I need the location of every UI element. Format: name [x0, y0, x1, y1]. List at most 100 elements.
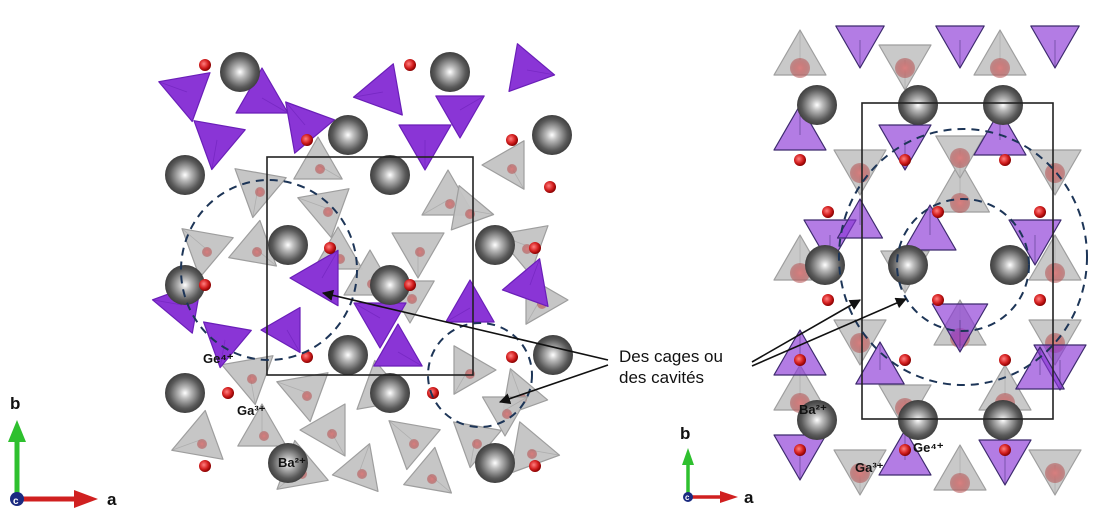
axis-b-arrowhead-left	[8, 420, 26, 442]
axis-a-label-right: a	[744, 488, 754, 507]
callout-line-2: des cavités	[619, 368, 704, 387]
axis-b-label-right: b	[680, 424, 690, 443]
ge-tetrahedron-right-2	[935, 25, 985, 69]
ge-tetrahedron-left-8-edge	[152, 299, 183, 306]
ba-atom-left-15	[475, 443, 515, 483]
left-cage-circle-2	[427, 322, 533, 428]
ga-tetrahedron-left-27-edge	[359, 443, 370, 471]
ge-tetrahedron-left-2	[235, 67, 289, 114]
o-atom-left-9	[301, 351, 313, 363]
o-atom-right-8	[1034, 294, 1046, 306]
o-atom-right-9	[794, 354, 806, 366]
ge-tetrahedron-right-8	[1008, 219, 1062, 266]
o-atom-left-2	[301, 134, 313, 146]
inner-o-left-20	[259, 431, 269, 441]
ge-tetrahedron-left-0	[158, 72, 211, 123]
ge-tetrahedron-left-15-face	[260, 306, 301, 354]
left-cage-circle-1	[180, 179, 358, 361]
ga-tetrahedron-left-19	[171, 409, 224, 460]
o-atom-left-5	[324, 242, 336, 254]
o-atom-right-11	[999, 354, 1011, 366]
inner-o-right-17	[950, 473, 970, 493]
ge-tetrahedron-left-9-edge	[219, 339, 226, 368]
inner-o-left-23	[472, 439, 482, 449]
ge-tetrahedron-left-13-edge	[529, 258, 540, 286]
o-atom-right-3	[822, 206, 834, 218]
ba-atom-left-12	[165, 373, 205, 413]
ba-atom-right-4	[888, 245, 928, 285]
ge-tetrahedron-left-9	[203, 321, 252, 369]
o-atom-left-7	[199, 279, 211, 291]
o-atom-right-10	[899, 354, 911, 366]
callout-arrow-left-cage-2	[498, 364, 609, 405]
ge-tetrahedron-left-15	[260, 306, 301, 354]
inner-o-right-6	[950, 148, 970, 168]
callout-arrow-left-cage-1	[321, 289, 609, 361]
o-atom-right-12	[794, 444, 806, 456]
ge-tetrahedron-left-11	[353, 302, 407, 349]
inner-o-left-27	[357, 469, 367, 479]
right-ga-tetrahedra	[773, 29, 1082, 496]
ba-atom-right-1	[898, 85, 938, 125]
axis-a-arrowhead-right	[720, 491, 738, 503]
ga-tetrahedron-left-20	[237, 403, 287, 447]
ge-tetrahedron-left-4-face	[352, 63, 403, 116]
label-ba-left: Ba²⁺	[278, 455, 306, 470]
o-atom-right-6	[822, 294, 834, 306]
ga-tetrahedron-left-5-edge	[181, 228, 206, 249]
ge-tetrahedron-left-1-edge	[211, 139, 218, 170]
ga-tetrahedron-left-26-face	[403, 446, 452, 494]
inner-o-left-1	[315, 164, 325, 174]
right-axis-triad: c b a	[680, 424, 754, 507]
axis-a-arrowhead-left	[74, 490, 98, 508]
o-atom-left-14	[199, 460, 211, 472]
ga-tetrahedron-left-4-face	[481, 140, 525, 190]
o-atom-left-1	[404, 59, 416, 71]
ge-tetrahedron-left-13	[501, 258, 549, 307]
inner-o-right-9	[1045, 263, 1065, 283]
label-ge-left: Ge⁴⁺	[203, 351, 234, 366]
ge-tetrahedron-left-6-edge	[459, 95, 485, 111]
o-atom-left-13	[529, 460, 541, 472]
label-ba-right: Ba²⁺	[799, 402, 827, 417]
inner-o-right-1	[895, 58, 915, 78]
ge-tetrahedron-left-11-edge	[353, 302, 381, 319]
ge-tetrahedron-left-2-face	[235, 67, 289, 114]
ba-atom-left-6	[268, 225, 308, 265]
ge-tetrahedron-right-9	[836, 198, 884, 239]
callout-arrow-right-cage-1	[751, 299, 861, 363]
left-ga-tetrahedra	[171, 136, 569, 494]
ba-atom-right-7	[898, 400, 938, 440]
inner-o-left-3	[445, 199, 455, 209]
ge-tetrahedron-left-3-face	[285, 101, 336, 154]
o-atom-left-10	[506, 351, 518, 363]
ga-tetrahedron-left-1-face	[293, 136, 343, 180]
o-atom-left-3	[506, 134, 518, 146]
inner-o-left-6	[252, 247, 262, 257]
ba-atom-left-10	[328, 335, 368, 375]
ba-atom-left-7	[475, 225, 515, 265]
o-atom-right-2	[999, 154, 1011, 166]
ba-atom-right-0	[797, 85, 837, 125]
ge-tetrahedron-right-17	[978, 439, 1032, 486]
o-atom-right-1	[899, 154, 911, 166]
inner-o-left-21	[327, 429, 337, 439]
inner-o-left-12	[407, 294, 417, 304]
ga-tetrahedron-left-28-edge	[504, 396, 528, 411]
ga-tetrahedron-left-3-edge	[421, 199, 449, 216]
ge-tetrahedron-left-3	[285, 101, 336, 154]
ba-atom-right-5	[990, 245, 1030, 285]
o-atom-right-7	[932, 294, 944, 306]
ga-tetrahedron-left-2-edge	[297, 197, 327, 209]
ge-tetrahedron-right-7	[903, 204, 957, 251]
axis-b-arrowhead-right	[682, 448, 694, 465]
ge-tetrahedron-left-7-edge	[526, 69, 555, 76]
ba-atom-left-3	[532, 115, 572, 155]
callout-arrow-right-cage-2	[751, 297, 908, 367]
right-structure-panel: Ba²⁺ Ge⁴⁺ Ga³⁺ c b a	[680, 25, 1088, 507]
label-ga-left: Ga³⁺	[237, 403, 266, 418]
ga-tetrahedron-left-4	[481, 140, 525, 190]
ba-atom-right-2	[983, 85, 1023, 125]
axis-b-label-left: b	[10, 394, 20, 413]
